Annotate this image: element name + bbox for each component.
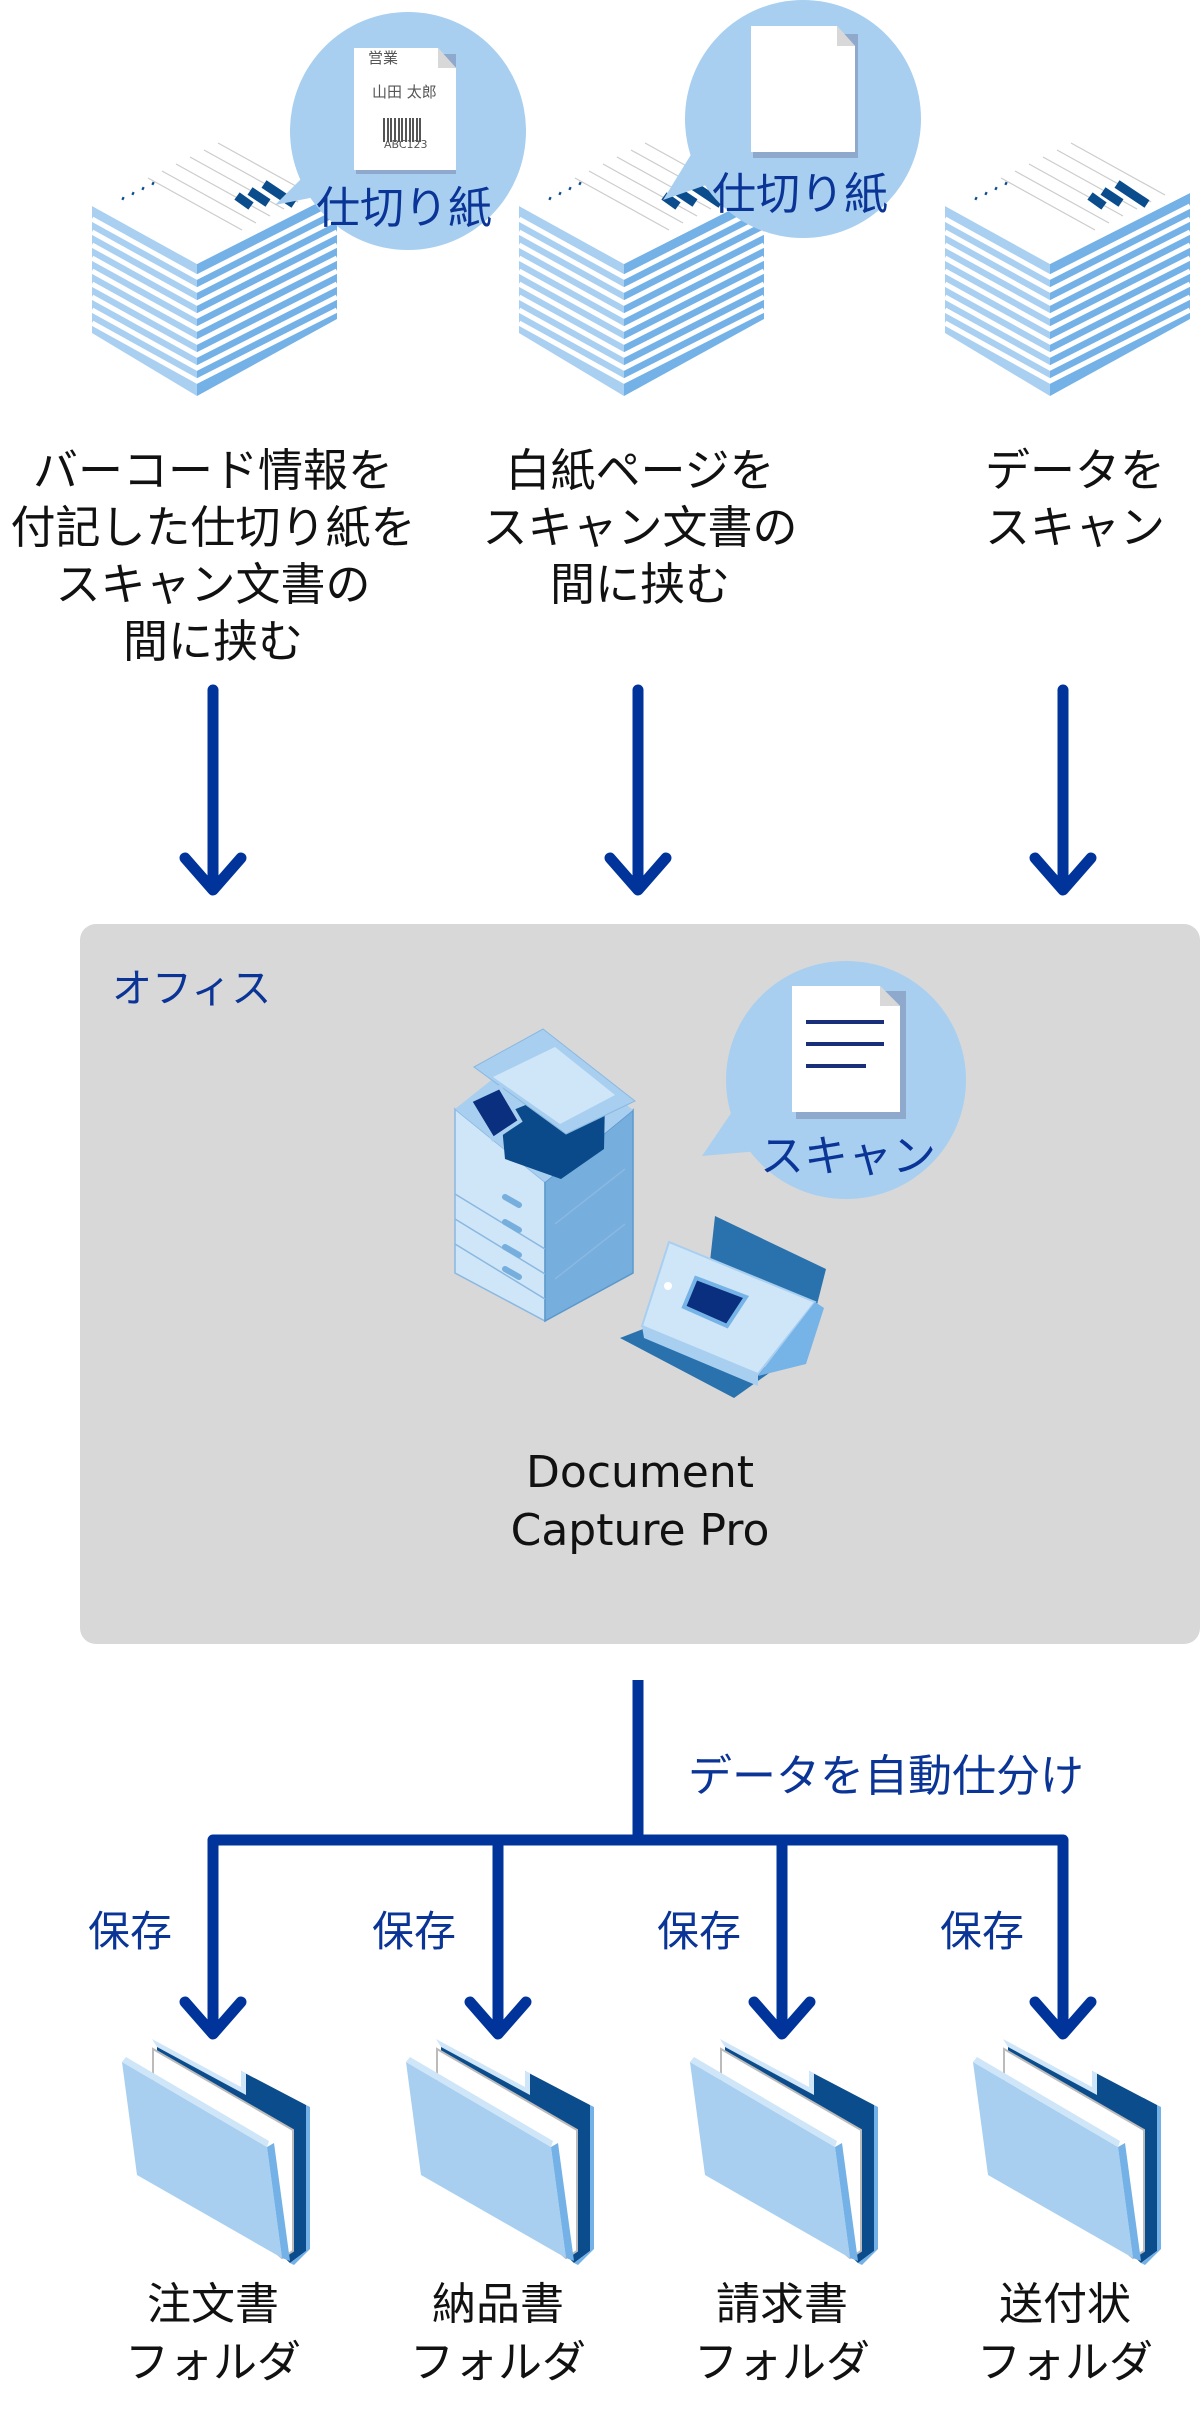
bubble-label-divider-blank: 仕切り紙: [712, 169, 888, 220]
arrows-to-office: [179, 684, 1097, 896]
bubble-label-scan: スキャン: [760, 1131, 936, 1182]
speech-bubble-icon: [702, 961, 966, 1199]
office-label: オフィス: [112, 966, 272, 1012]
save-label: 保存: [657, 1907, 742, 1956]
save-label: 保存: [88, 1907, 173, 1956]
save-label: 保存: [372, 1907, 457, 1956]
document-scanner-icon: [620, 1216, 826, 1398]
folder-icon: [405, 2038, 595, 2266]
trunk-line: [213, 1680, 1063, 1846]
down-arrow-icon: [179, 684, 247, 896]
office-panel: オフィス スキャン Document Capture Pro: [80, 924, 1200, 1644]
step-description-plain: データを スキャン: [984, 444, 1165, 554]
step-description-barcode: バーコード情報を 付記した仕切り紙を スキャン文書の 間に挟む: [10, 444, 416, 668]
folder-name-order: 注文書フォルダ: [125, 2279, 301, 2388]
slip-name: 山田 太郎: [372, 83, 437, 101]
slip-code: ABC123: [384, 138, 428, 151]
speech-bubble-icon: [275, 12, 526, 250]
sorting-tree: [179, 1680, 1097, 2040]
save-label: 保存: [940, 1907, 1025, 1956]
down-arrow-icon: [464, 1834, 532, 2040]
down-arrow-icon: [179, 1834, 247, 2040]
folder-icon: [689, 2038, 879, 2266]
auto-sort-label: データを自動仕分け: [688, 1751, 1084, 1802]
down-arrow-icon: [604, 684, 672, 896]
product-name: Document Capture Pro: [510, 1447, 770, 1556]
bubble-label-divider-barcode: 仕切り紙: [316, 183, 492, 234]
folder-name-cover-letter: 送付状フォルダ: [977, 2279, 1153, 2388]
down-arrow-icon: [748, 1834, 816, 2040]
slip-department: 営業: [368, 49, 399, 67]
folder-icon: [121, 2038, 311, 2266]
multifunction-printer-icon: [454, 1028, 636, 1323]
down-arrow-icon: [1029, 684, 1097, 896]
down-arrow-icon: [1029, 1834, 1097, 2040]
folder-icon: [972, 2038, 1162, 2266]
step-description-blank: 白紙ページを スキャン文書の 間に挟む: [482, 444, 798, 611]
paper-stack-icon: [945, 136, 1190, 396]
barcode-icon: [383, 118, 421, 142]
folder-name-invoice: 請求書フォルダ: [694, 2279, 870, 2388]
speech-bubble-icon: [663, 0, 921, 238]
folder-name-delivery: 納品書フォルダ: [410, 2279, 586, 2388]
